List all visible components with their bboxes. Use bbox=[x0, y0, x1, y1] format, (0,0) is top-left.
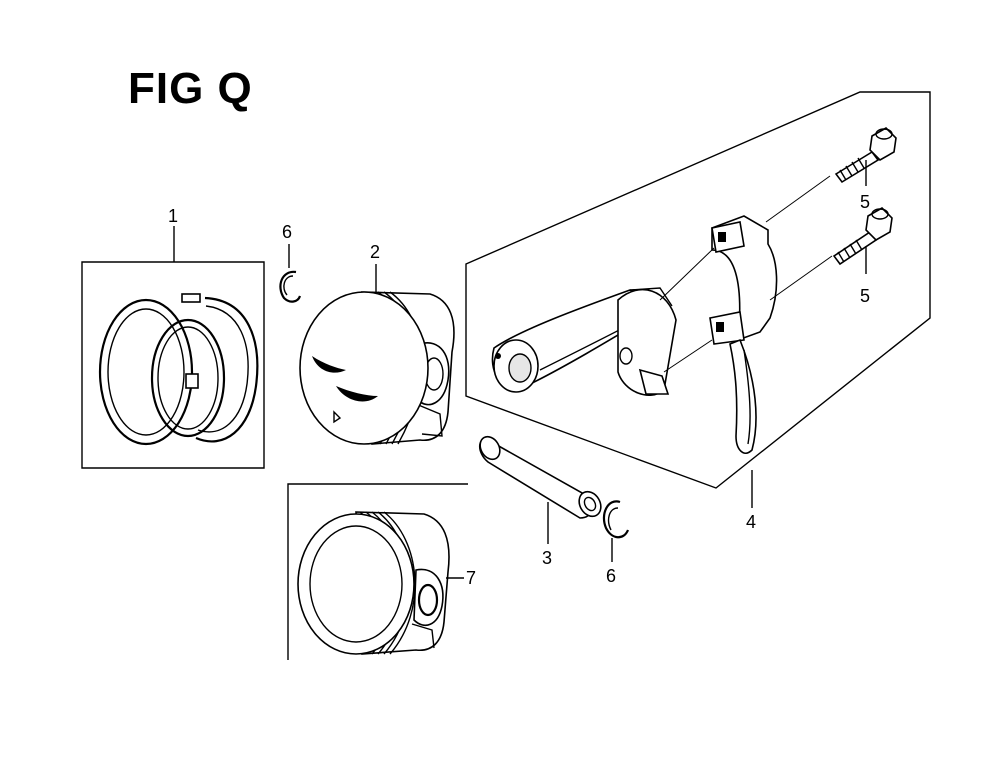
rod-cap-ear-bottom bbox=[709, 311, 745, 345]
piston-alt-group: 7 bbox=[287, 483, 476, 660]
ring-right-outer bbox=[195, 296, 259, 443]
rod-bolt-lower-thread bbox=[837, 239, 863, 263]
rod-bolt-lower-group: 5 bbox=[832, 207, 893, 306]
ring-left-outer bbox=[98, 298, 194, 446]
piston-pin-end-right bbox=[578, 490, 602, 518]
piston-pin-bore-end bbox=[583, 496, 597, 512]
piston-pin-group: 3 bbox=[478, 435, 602, 568]
callout-2: 2 bbox=[370, 242, 380, 262]
guide-line-3 bbox=[765, 175, 831, 223]
callout-6-lower: 6 bbox=[606, 566, 616, 586]
callout-5-upper: 5 bbox=[860, 192, 870, 212]
ring-middle-inner bbox=[157, 326, 219, 430]
rod-oil-hole bbox=[495, 353, 501, 359]
guide-line-1 bbox=[659, 247, 715, 301]
callout-5-lower: 5 bbox=[860, 286, 870, 306]
rod-big-end-top bbox=[629, 287, 673, 307]
piston-alt-frame bbox=[287, 483, 468, 660]
pin-clip-upper-group: 6 bbox=[279, 222, 302, 303]
piston-crown bbox=[299, 291, 429, 445]
pin-clip-lower-group: 6 bbox=[602, 500, 630, 586]
rod-big-end-bolt-hole bbox=[619, 347, 633, 365]
rod-bolt-lower-shank bbox=[832, 230, 878, 266]
ring-gap-top bbox=[181, 293, 201, 303]
callout-4: 4 bbox=[746, 512, 756, 532]
valve-relief-right bbox=[336, 386, 378, 402]
rod-cap-bolt-seat-bottom bbox=[716, 322, 724, 332]
rod-bolt-upper-shank bbox=[834, 150, 880, 184]
rod-cap-ear-top bbox=[711, 221, 745, 253]
pin-clip-upper bbox=[279, 270, 302, 303]
guide-line-2 bbox=[663, 339, 713, 373]
pin-clip-lower bbox=[602, 500, 630, 539]
ring-right-inner bbox=[197, 305, 249, 433]
pin-clip-lower-inner bbox=[607, 507, 619, 531]
piston-alt-crown-inner bbox=[309, 525, 403, 643]
rod-big-end-pad bbox=[638, 368, 670, 395]
piston-pin-end-left bbox=[479, 435, 501, 461]
callout-1: 1 bbox=[168, 206, 178, 226]
valve-relief-left bbox=[312, 356, 346, 373]
piston-rings-group: 1 bbox=[81, 206, 265, 469]
ring-left-inner bbox=[107, 308, 185, 436]
connecting-rod-group: 4 bbox=[465, 91, 931, 532]
rod-bolt-lower-head-top bbox=[871, 208, 889, 220]
rod-small-end-bore bbox=[508, 353, 532, 383]
guide-line-4 bbox=[769, 255, 833, 301]
callout-3: 3 bbox=[542, 548, 552, 568]
callout-6-upper: 6 bbox=[282, 222, 292, 242]
rod-bolt-upper-group: 5 bbox=[834, 127, 897, 212]
rod-bolt-upper-head-top bbox=[875, 128, 893, 140]
piston-alt-pin-bore bbox=[417, 583, 439, 617]
rod-bolt-upper-thread bbox=[839, 157, 865, 181]
piston-alt-skirt-lower bbox=[411, 623, 435, 649]
piston-alt-crown bbox=[297, 513, 415, 655]
ring-gap-middle bbox=[185, 373, 199, 389]
figure-title: FIG Q bbox=[128, 64, 253, 113]
piston-mark bbox=[333, 410, 342, 424]
pin-clip-upper-inner bbox=[283, 275, 294, 296]
piston-alt-groove-5 bbox=[383, 511, 416, 655]
piston-rings-frame bbox=[81, 261, 265, 469]
piston-group: 2 bbox=[299, 242, 455, 445]
oil-dipper bbox=[729, 338, 757, 454]
oil-dipper-edge bbox=[743, 349, 751, 445]
piston-skirt-lower bbox=[415, 403, 443, 437]
connecting-rod-frame bbox=[465, 91, 931, 489]
callout-7: 7 bbox=[466, 568, 476, 588]
ring-middle-outer bbox=[150, 318, 226, 438]
rod-cap-bolt-seat-top bbox=[718, 232, 726, 242]
